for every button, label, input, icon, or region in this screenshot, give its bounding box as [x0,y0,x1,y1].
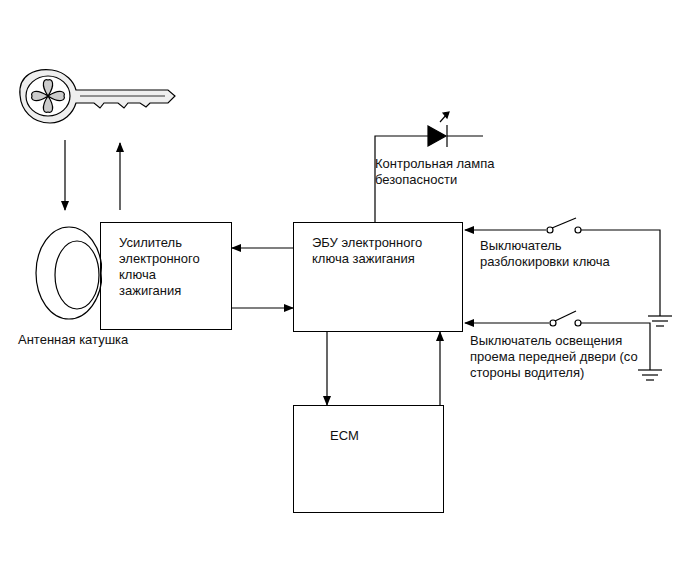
key-illustration [20,70,175,123]
amplifier-box: Усилитель электронного ключа зажигания [100,222,232,330]
signal-connector [232,247,293,248]
ecm-box: ECM [293,405,444,513]
signal-arrow [64,140,65,210]
part-label: Выключатель освещения проема передней дв… [470,333,640,381]
part-label: Контрольная лампа безопасности [375,156,495,188]
signal-connector [439,332,440,405]
coil-symbol [35,225,102,322]
signal-arrow [119,143,120,210]
switch-symbol [465,311,662,380]
ecu-box: ЭБУ электронного ключа зажигания [293,222,463,332]
switch-symbol [465,218,672,326]
node-label: ECM [330,428,420,444]
antenna-coil: Антенная катушка [35,225,102,322]
signal-connector [326,332,327,405]
coil-winding [55,241,99,309]
part-label: Выключатель разблокировки ключа [480,238,630,270]
node-label: Антенная катушка [18,332,168,348]
coil-winding [36,227,102,319]
signal-connector [232,307,293,308]
node-label: ЭБУ электронного ключа зажигания [312,235,447,267]
node-label: Усилитель электронного ключа зажигания [119,235,219,299]
